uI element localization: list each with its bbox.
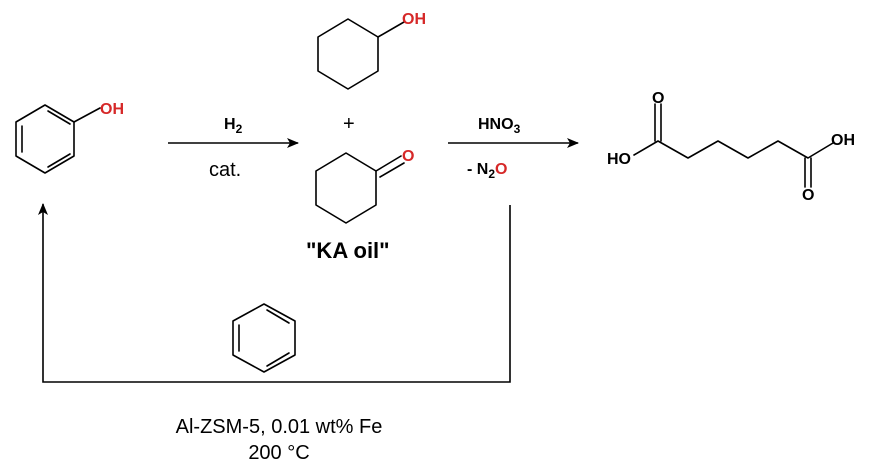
adipic-acid-top-o-label: O xyxy=(652,90,664,107)
nitrous-oxide-byproduct-label: - N2O xyxy=(467,161,507,181)
oxidation-step: HNO3 - N2O xyxy=(448,116,579,181)
recycle-conditions-line1: Al-ZSM-5, 0.01 wt% Fe xyxy=(176,416,383,438)
plus-sign: + xyxy=(343,113,355,135)
phenol-oh-label: OH xyxy=(100,101,124,118)
adipic-acid-bottom-o-label: O xyxy=(802,187,814,204)
hydrogenation-step: H2 cat. xyxy=(168,116,299,181)
adipic-acid-ho-label: HO xyxy=(607,151,631,168)
ka-oil-label: "KA oil" xyxy=(306,238,390,263)
catalyst-label: cat. xyxy=(209,159,241,181)
adipic-acid-molecule: HO OH O O xyxy=(607,90,855,204)
phenol-molecule: OH xyxy=(15,101,124,174)
recycle-loop xyxy=(38,203,511,383)
recycle-conditions-line2: 200 °C xyxy=(248,442,309,464)
cyclohexanone-molecule: O xyxy=(315,148,414,224)
benzene-molecule xyxy=(232,303,296,373)
phenol-oh-text: OH xyxy=(100,101,124,118)
nitric-acid-label: HNO3 xyxy=(478,116,521,136)
cyclohexanol-molecule: OH xyxy=(317,11,426,90)
cyclohexanone-o-label: O xyxy=(402,148,414,165)
cyclohexanol-oh-label: OH xyxy=(402,11,426,28)
adipic-acid-oh-label: OH xyxy=(831,132,855,149)
hydrogen-reagent-label: H2 xyxy=(224,116,243,136)
recycle-arrow xyxy=(38,203,511,383)
